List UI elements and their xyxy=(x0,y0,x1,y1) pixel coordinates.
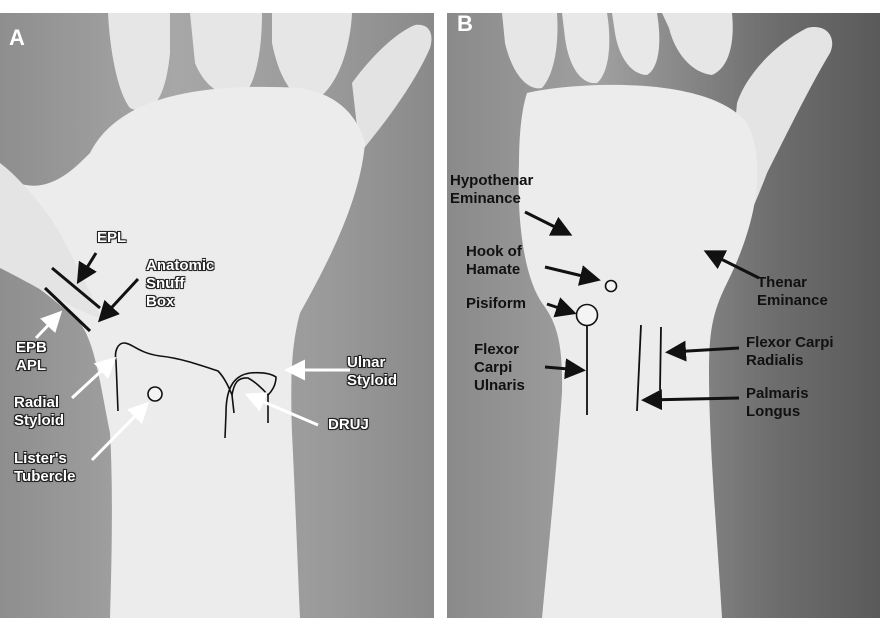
label-listers-tubercle: Lister's Tubercle xyxy=(14,450,76,485)
label-pisiform: Pisiform xyxy=(466,295,527,312)
panel-letter-b: B xyxy=(457,13,473,36)
label-epb-apl: EPB APL xyxy=(16,339,47,374)
label-hook-of-hamate: Hook of Hamate xyxy=(466,243,522,278)
label-hypothenar-eminance: Hypothenar Eminance xyxy=(450,172,534,207)
hand-volar-drawing xyxy=(502,13,833,618)
panel-letter-a: A xyxy=(9,25,25,50)
label-ulnar-styloid: Ulnar Styloid xyxy=(347,354,398,389)
label-palmaris-longus: Palmaris Longus xyxy=(746,385,809,420)
label-anatomic-snuff-box: Anatomic Snuff Box xyxy=(146,257,215,310)
hand-dorsal-drawing xyxy=(0,13,432,618)
label-thenar-eminance: Thenar Eminance xyxy=(757,274,828,309)
photo-panel-b: B Hypothenar Eminance Hook of Hamate Pis… xyxy=(447,13,880,618)
label-epl: EPL xyxy=(97,229,127,246)
label-druj: DRUJ xyxy=(328,416,369,433)
label-flexor-carpi-ulnaris: Flexor Carpi Ulnaris xyxy=(474,341,525,394)
label-flexor-carpi-radialis: Flexor Carpi Radialis xyxy=(746,334,834,369)
label-radial-styloid: Radial Styloid xyxy=(14,394,65,429)
photo-panel-a: A EPL Anatomic Snuff Box EPB APL Radial … xyxy=(0,13,434,618)
